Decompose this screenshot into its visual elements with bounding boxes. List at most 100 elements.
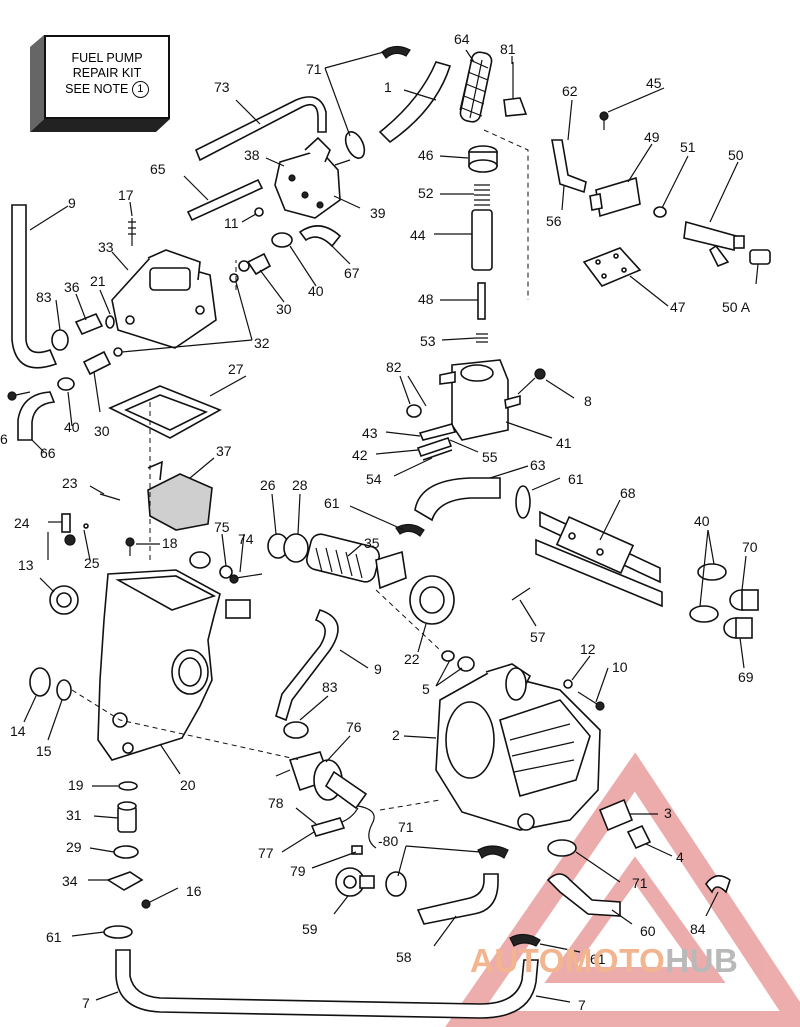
callout-63: 63 [530,457,546,473]
callout-75: 75 [214,519,230,535]
watermark-triangle [445,752,800,1027]
callout-37: 37 [216,443,232,459]
screw-10 [577,691,605,711]
hose-60 [546,873,621,917]
callout-32: 32 [254,335,270,351]
callout-58: 58 [396,949,412,965]
hose-66 [17,391,56,441]
screw-45 [599,111,609,130]
callout-61d: 61 [590,951,606,967]
hose-73 [194,96,327,162]
callout-labels: 1 2 3 4 5 6 7 7 8 9 9 10 11 12 13 14 15 … [0,31,758,1013]
callout-12: 12 [580,641,596,657]
plug-13 [49,585,79,615]
callout-6: 6 [0,431,8,447]
plate-47 [582,247,642,287]
vapor-separator-2 [435,663,601,831]
valve-body-41 [439,359,521,441]
callout-83a: 83 [36,289,52,305]
callout-56: 56 [546,213,562,229]
hose-9-mid [275,609,339,722]
check-valve-59 [335,867,375,897]
callout-82: 82 [386,359,402,375]
callout-41: 41 [556,435,572,451]
callout-54: 54 [366,471,382,487]
callout-2: 2 [392,727,400,743]
leader-lines [23,49,759,1003]
plate-34 [106,871,144,891]
watermark-auto: AUTO [470,942,565,979]
gasket-27 [108,385,222,439]
callout-25: 25 [84,555,100,571]
pin-23 [99,493,121,501]
clip-11 [254,207,264,217]
callout-10: 10 [612,659,628,675]
hose-9-left [11,204,58,369]
fitting-31 [117,801,137,833]
screw-6 [7,391,31,401]
callout-50a: 50 A [722,299,751,315]
dashed-guides [71,260,441,811]
connector-76 [275,751,368,810]
callout-1: 1 [384,79,392,95]
tube-44 [471,209,493,271]
callout-9b: 9 [374,661,382,677]
ring-51 [653,206,667,218]
spring-53 [476,333,488,343]
callout-29: 29 [66,839,82,855]
callout-28: 28 [292,477,308,493]
screw-8 [517,368,546,395]
housing-49 [589,176,641,218]
note-box-shadow [30,35,170,132]
callout-49: 49 [644,129,660,145]
callout-68: 68 [620,485,636,501]
cover-33 [111,249,217,349]
o-ring-61-mid [515,485,531,519]
callout-60: 60 [640,923,656,939]
fitting-3-4 [598,798,652,850]
solenoid-37 [147,460,213,531]
callout-65: 65 [150,161,166,177]
ring-40-left [57,377,75,391]
callout-14: 14 [10,723,26,739]
watermark-hub: HUB [665,942,739,979]
ring-5a [441,650,455,662]
note-box-face: FUEL PUMP REPAIR KIT SEE NOTE 1 [44,35,170,119]
callout-42: 42 [352,447,368,463]
nipples-42-43-54 [416,423,457,461]
callout-66: 66 [40,445,56,461]
callout-64: 64 [454,31,470,47]
callout-61b: 61 [324,495,340,511]
filter-35 [306,533,407,590]
callout-39: 39 [370,205,386,221]
clamp-71-top [344,45,411,159]
clamp-61-bottom-left [103,925,133,939]
callout-7b: 7 [578,997,586,1013]
fuel-pump-assembly [274,136,351,219]
callout-59: 59 [302,921,318,937]
ring-29 [113,845,139,859]
ring-15 [56,679,72,701]
callout-23: 23 [62,475,78,491]
callout-67: 67 [344,265,360,281]
elbow-56-62 [551,139,587,194]
callout-81: 81 [500,41,516,57]
cap-46 [468,145,498,173]
callout-24: 24 [14,515,30,531]
washer-32b [113,347,123,357]
pin-48 [477,282,486,320]
callout-30a: 30 [276,301,292,317]
note-line-1: FUEL PUMP [71,51,143,65]
wire-77-80 [310,805,377,855]
dashed-leader-top [483,129,529,300]
ring-40-right-b [689,605,719,623]
watermark-text: AUTOMOTOHUB [470,942,738,980]
cooler-68 [535,510,663,608]
callout-15: 15 [36,743,52,759]
callout-70: 70 [742,539,758,555]
bracket-24-25 [61,513,89,546]
filter-64 [459,51,493,123]
clamp-71-right [547,839,577,857]
callout-18: 18 [162,535,178,551]
elbow-67 [298,225,342,248]
